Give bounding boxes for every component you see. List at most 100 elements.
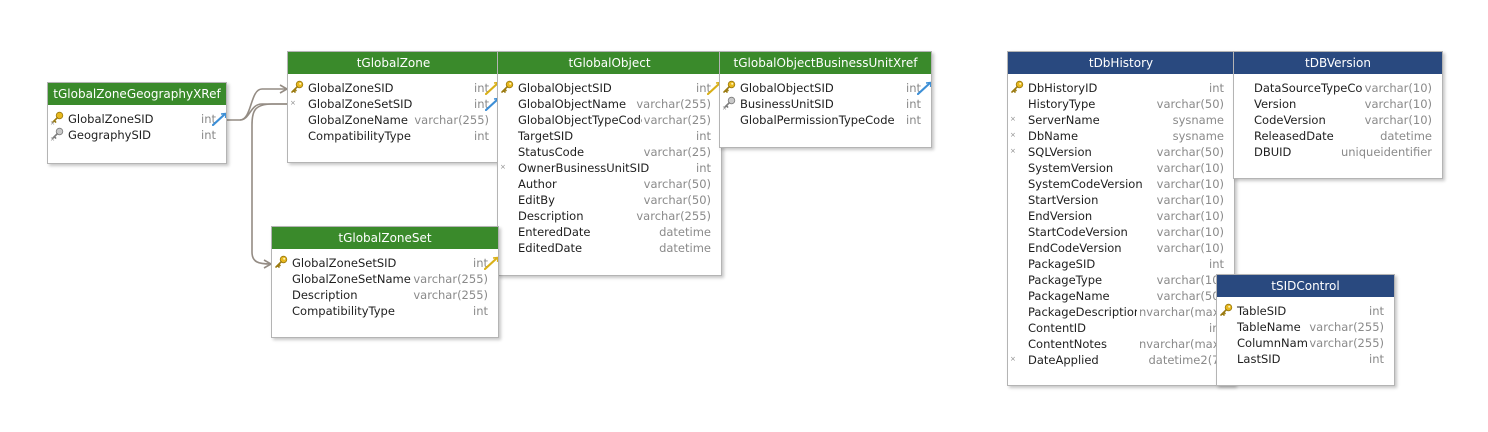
column-type: varchar(255) bbox=[634, 96, 711, 112]
column-type: varchar(255) bbox=[412, 112, 489, 128]
svg-text:×: × bbox=[500, 163, 506, 171]
relationship-blue-icon bbox=[916, 81, 931, 96]
table-header[interactable]: tGlobalZoneGeographyXRef bbox=[48, 83, 226, 105]
blank-icon bbox=[1219, 335, 1233, 351]
blank-icon bbox=[500, 176, 514, 192]
column-row[interactable]: SystemVersion varchar(10) bbox=[1008, 160, 1234, 176]
column-row[interactable]: ContentIDint bbox=[1008, 320, 1234, 336]
column-name: TargetSID bbox=[518, 129, 574, 143]
table-header[interactable]: tGlobalObjectBusinessUnitXref bbox=[720, 52, 931, 74]
blank-icon bbox=[1010, 320, 1024, 336]
blank-icon bbox=[1010, 336, 1024, 352]
column-name: GlobalObjectSID bbox=[518, 81, 612, 95]
blank-icon bbox=[500, 224, 514, 240]
blank-icon bbox=[274, 287, 288, 303]
column-name: ColumnName bbox=[1237, 336, 1315, 350]
table-header[interactable]: tDBVersion bbox=[1234, 52, 1442, 74]
relationship-blue-icon bbox=[211, 112, 226, 127]
column-type: varchar(10) bbox=[1154, 272, 1224, 288]
relationship-line-cross[interactable] bbox=[239, 103, 287, 121]
column-name: Version bbox=[1254, 97, 1297, 111]
table-header[interactable]: tGlobalZone bbox=[288, 52, 499, 74]
column-name: SystemVersion bbox=[1028, 161, 1114, 175]
svg-text:×: × bbox=[50, 120, 55, 125]
relationship-line-zoneset[interactable] bbox=[251, 103, 287, 265]
column-type: datetime bbox=[657, 240, 711, 256]
key-primary-icon bbox=[274, 255, 288, 271]
column-name: ServerName bbox=[1028, 113, 1100, 127]
table-header[interactable]: tSIDControl bbox=[1217, 275, 1394, 297]
column-name: BusinessUnitSID bbox=[740, 97, 834, 111]
column-type: int bbox=[1207, 80, 1224, 96]
svg-text:×: × bbox=[1010, 147, 1016, 155]
column-type: varchar(10) bbox=[1154, 160, 1224, 176]
table-header[interactable]: tGlobalObject bbox=[498, 52, 721, 74]
blank-icon bbox=[1219, 351, 1233, 367]
key-primary-icon bbox=[1010, 80, 1024, 96]
column-type: datetime2(7) bbox=[1146, 352, 1224, 368]
column-name: EditBy bbox=[518, 193, 555, 207]
column-type: sysname bbox=[1170, 112, 1224, 128]
column-name: EndVersion bbox=[1028, 209, 1093, 223]
table-header[interactable]: tGlobalZoneSet bbox=[272, 227, 498, 249]
table-header[interactable]: tDbHistory bbox=[1008, 52, 1234, 74]
